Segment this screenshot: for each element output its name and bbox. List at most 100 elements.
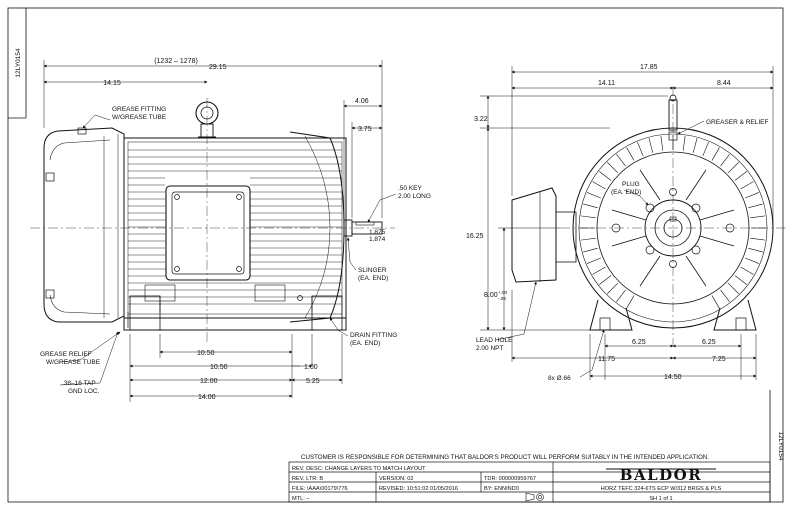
dim-bracket: (1232 – 1278) [154, 58, 198, 65]
dim-shaft-ext-outer: 4.06 [355, 98, 369, 105]
tdr-number: TDR: 000000959767 [484, 476, 536, 482]
cooling-fin [583, 203, 598, 209]
revised-date: REVISED: 10:51:02 01/05/2016 [379, 486, 458, 492]
title-block [288, 461, 771, 503]
dim-shaft-height: 8.00 [484, 292, 498, 299]
cooling-fin [660, 135, 664, 151]
grease-fitting-line2: W/GREASE TUBE [112, 114, 167, 121]
cooling-fin [599, 171, 612, 181]
dim-right-to-center: 8.44 [717, 80, 731, 87]
dim-overall-width: 17.85 [640, 64, 658, 71]
dim-foot-spacing-1: 10.50 [197, 350, 215, 357]
cooling-fin [607, 162, 619, 174]
lead-hole-line2: 2.00 NPT [476, 345, 503, 352]
dim-overall-height: 16.25 [466, 233, 484, 240]
cooling-fin [616, 289, 626, 302]
shaft-dia-bottom: 1.874 [369, 236, 386, 243]
tap-note-line2: GND LOC. [68, 388, 100, 395]
tap-note-line1: .38–16 TAP [62, 380, 96, 387]
cooling-fin [592, 181, 606, 190]
dim-foot-half-right: 6.25 [702, 339, 716, 346]
grease-fitting-line1: GREASE FITTING [112, 106, 166, 113]
lead-hole-line1: LEAD HOLE [476, 337, 513, 344]
cooling-fin [720, 154, 730, 167]
drain-note-line1: DRAIN FITTING [350, 332, 397, 339]
conduit-box [165, 185, 251, 281]
cooling-fin [586, 192, 602, 199]
cooling-fin [607, 282, 619, 294]
shaft-height-tol-bottom: -.06 [498, 296, 506, 301]
cooling-fin [711, 295, 720, 309]
key-note-line2: 2.00 LONG [398, 193, 431, 200]
cooling-fin [734, 171, 747, 181]
cooling-fin [744, 257, 760, 264]
cooling-fin [734, 275, 747, 285]
shaft-height-tol-top: +.00 [498, 290, 508, 295]
dim-foot-offset: 1.00 [304, 364, 318, 371]
dim-left-to-center: 14.11 [598, 80, 615, 87]
cooling-fin [740, 266, 754, 275]
dim-foot-half-left: 6.25 [632, 339, 646, 346]
projection-symbol-icon [525, 492, 544, 502]
material: MTL: – [292, 496, 310, 502]
version: VERSION: 02 [379, 476, 414, 482]
grease-relief-line2: W/GREASE TUBE [46, 359, 101, 366]
cooling-fin [740, 181, 754, 190]
plug-note-line2: (EA. END) [611, 189, 641, 196]
cooling-fin [720, 289, 730, 302]
drawing-id-tab: 12LY0154 [15, 48, 22, 78]
cooling-fin [744, 192, 760, 199]
cooling-fin [583, 247, 598, 253]
slinger-note-line1: SLINGER [358, 267, 387, 274]
sheet-number: SH 1 of 1 [649, 496, 672, 502]
plug-note-line1: PLUG [622, 181, 640, 188]
drain-note-line2: (EA. END) [350, 340, 380, 347]
dim-base-width: 14.50 [664, 374, 682, 381]
cooling-fin [748, 203, 763, 209]
dim-foot-spacing-2: 10.50 [210, 364, 228, 371]
rev-desc: REV. DESC: CHANGE LAYERS TO MATCH LAYOUT [292, 466, 426, 472]
dim-base-length: 14.00 [198, 394, 216, 401]
cooling-fin [750, 237, 766, 241]
cooling-fin [727, 282, 739, 294]
dim-overall-length: 29.15 [209, 64, 227, 71]
cooling-fin [711, 147, 720, 161]
cooling-fin [616, 154, 626, 167]
greaser-note: GREASER & RELIEF [706, 119, 769, 126]
cooling-fin [580, 237, 596, 241]
cooling-fin [626, 147, 635, 161]
file-path: FILE: \AAA\00179\776 [292, 486, 348, 492]
grease-relief-line1: GREASE RELIEF [40, 351, 92, 358]
cooling-fin [692, 138, 698, 153]
slinger-note-line2: (EA. END) [358, 275, 388, 282]
drawing-description: HORZ TEFC 324-6TS ECP W/312 BRGS & PLS [601, 486, 722, 492]
cooling-fin [648, 138, 654, 153]
side-view-motor [30, 98, 395, 345]
shaft-dia-top: 1.875 [369, 229, 386, 236]
cooling-fin [750, 215, 766, 219]
cooling-fin [748, 247, 763, 253]
dim-foot-end: 5.25 [306, 378, 320, 385]
cooling-fin [727, 162, 739, 174]
cooling-fin [682, 135, 686, 151]
dim-shaft-ext-inner: 3.75 [358, 126, 372, 133]
baldor-logo: BALDOR [620, 466, 702, 484]
cooling-fin [580, 215, 596, 219]
dim-length-to-center: 14.15 [103, 80, 121, 87]
drawing-id-corner: 12LY0154 [777, 431, 784, 461]
dim-foot-total: 12.00 [200, 378, 218, 385]
cooling-fin [637, 141, 644, 157]
cooling-fin [702, 141, 709, 157]
cooling-fin [592, 266, 606, 275]
cooling-fin [586, 257, 602, 264]
end-view-motor [511, 86, 786, 345]
key-note-line1: .50 KEY [398, 185, 423, 192]
mount-holes-note: 8x Ø.66 [548, 375, 571, 382]
cooling-fin [626, 295, 635, 309]
dim-eyebolt-height: 3.22 [474, 116, 488, 123]
rev-ltr: REV. LTR: B [292, 476, 323, 482]
cooling-fin [599, 275, 612, 285]
dim-right-half-width: 7.25 [712, 356, 726, 363]
drawn-by: BY: ENNIND0 [484, 486, 519, 492]
